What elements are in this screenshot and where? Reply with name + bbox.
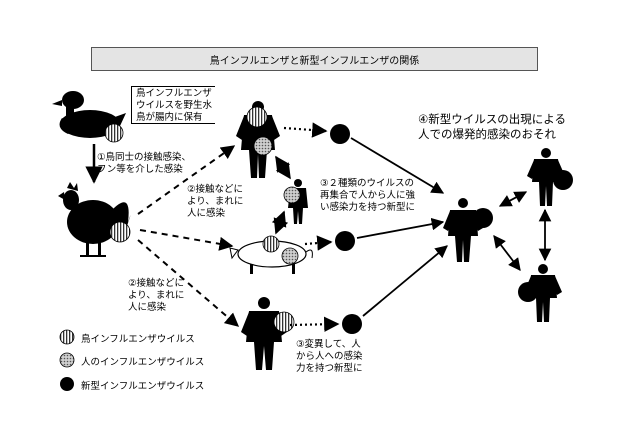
mutation-label: ③変異して、人 から人への感染 力を持つ新型に	[296, 339, 363, 374]
dotted-small-to-pig	[271, 210, 289, 235]
legend-human-label: 人のインフルエンザウイルス	[81, 357, 205, 368]
pig-avian-virus	[262, 235, 280, 253]
duck-note-text: 鳥インフルエンザ ウイルスを野生水 鳥が腸内に保有	[136, 88, 213, 123]
arrow-center-right-upper	[498, 191, 528, 207]
small-person-human-virus	[283, 186, 301, 204]
diagram-title: 鳥インフルエンザと新型インフルエンザの関係	[91, 47, 538, 71]
reassortment-label: ③２種類のウイルスの 再集合で人から人に強 い感染力を持つ新型に	[320, 178, 416, 213]
bird-to-bird-label: ①鳥同士の接触感染、 フン等を介した感染	[97, 152, 192, 175]
dotted-upper-to-small	[275, 155, 291, 180]
contact-lower-label: ②接触などに より、まれに 人に感染	[128, 278, 185, 313]
upper-person-human-virus	[253, 136, 273, 156]
arrow-bottom-novel-to-center	[362, 245, 448, 317]
right-lower-novel-virus	[518, 282, 538, 302]
arrow-middle-novel-to-center	[356, 217, 445, 239]
arrow-chicken-to-pig	[139, 229, 234, 251]
novel-virus-bottom	[342, 314, 362, 334]
legend-avian-label: 鳥インフルエンザウイルス	[81, 334, 195, 345]
dotted-upper-to-novel	[283, 122, 328, 138]
center-person-novel-virus	[473, 208, 493, 228]
legend-avian-icon	[59, 329, 75, 345]
pig-human-virus	[281, 247, 299, 265]
arrow-top-novel-to-center	[350, 137, 445, 194]
chicken-figure	[58, 182, 131, 257]
arrow-chicken-to-upper-person	[137, 145, 236, 215]
chicken-avian-virus	[109, 221, 131, 243]
duck-avian-virus	[104, 123, 124, 143]
pandemic-label: ④新型ウイルスの出現による 人での爆発的感染のおそれ	[418, 112, 566, 141]
dotted-pig-to-novel	[304, 235, 333, 251]
novel-virus-top	[330, 124, 350, 144]
contact-upper-label: ②接触などに より、まれに 人に感染	[187, 184, 244, 219]
diagram-title-text: 鳥インフルエンザと新型インフルエンザの関係	[209, 55, 420, 67]
right-upper-novel-virus	[553, 170, 573, 190]
dotted-lower-to-novel	[289, 316, 340, 332]
person-center	[443, 198, 483, 262]
legend-novel-icon	[60, 377, 74, 391]
person-lower	[241, 297, 287, 370]
upper-person-avian-virus	[246, 106, 268, 128]
legend-human-icon	[59, 352, 75, 368]
lower-person-avian-virus	[273, 311, 295, 333]
novel-virus-middle	[335, 231, 355, 251]
arrow-center-right-lower	[493, 234, 521, 272]
legend-novel-label: 新型インフルエンザウイルス	[81, 381, 205, 392]
duck-note-bracket	[131, 86, 215, 124]
